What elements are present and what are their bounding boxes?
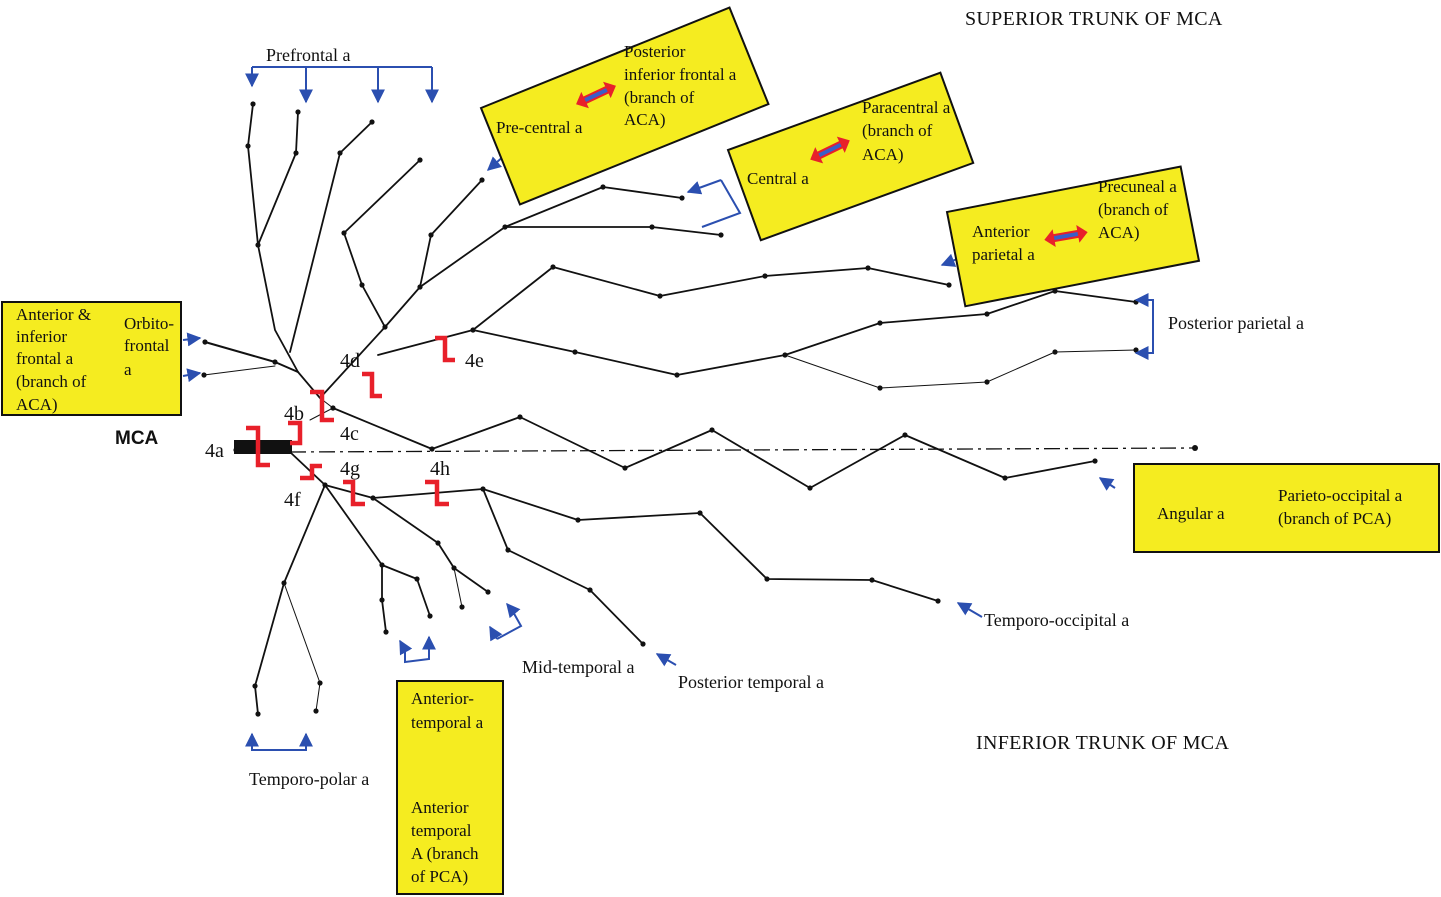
anterior-temporal-bottom-1: Anterior — [411, 798, 469, 817]
orbitofrontal-right-2: frontal — [124, 336, 170, 355]
anterior-temporal-bottom-2: temporal — [411, 821, 472, 840]
paracentral-3: ACA) — [862, 145, 904, 164]
precuneal-3: ACA) — [1098, 223, 1140, 242]
prefrontal-label: Prefrontal a — [266, 45, 351, 65]
temporo-occipital-label: Temporo-occipital a — [984, 610, 1130, 630]
central-label: Central a — [747, 169, 809, 188]
orbitofrontal-right-1: Orbito- — [124, 314, 175, 333]
mca-stem — [234, 440, 292, 454]
angular-right-2: (branch of PCA) — [1278, 509, 1392, 528]
angular-right-1: Parieto-occipital a — [1278, 486, 1403, 505]
segment-4a: 4a — [205, 440, 224, 462]
orbitofrontal-right-3: a — [124, 360, 132, 379]
anterior-parietal-1: Anterior — [972, 222, 1030, 241]
occlusion-4h — [425, 479, 449, 507]
occlusion-4f — [300, 463, 322, 481]
orbitofrontal-left-3: frontal a — [16, 349, 74, 368]
mca-label: MCA — [115, 428, 159, 449]
inferior-trunk-heading: INFERIOR TRUNK OF MCA — [976, 732, 1230, 754]
segment-4g: 4g — [340, 458, 360, 480]
occlusion-4e — [435, 335, 455, 363]
box-central — [726, 71, 975, 242]
orbitofrontal-left-2: inferior — [16, 327, 67, 346]
orbitofrontal-left-5: ACA) — [16, 395, 58, 414]
precuneal-2: (branch of — [1098, 200, 1169, 219]
pre-central-label: Pre-central a — [496, 118, 583, 137]
vessel-nodes — [201, 101, 1139, 717]
paracentral-1: Paracentral a — [862, 98, 951, 117]
occlusion-4b — [288, 420, 303, 446]
box-orbitofrontal: Anterior & inferior frontal a (branch of… — [1, 301, 182, 416]
anterior-parietal-2: parietal a — [972, 245, 1035, 264]
orbitofrontal-left-1: Anterior & — [16, 305, 92, 324]
midline — [289, 447, 1196, 453]
segment-4c: 4c — [340, 423, 359, 445]
mid-temporal-label: Mid-temporal a — [522, 657, 635, 677]
superior-trunk-heading: SUPERIOR TRUNK OF MCA — [965, 8, 1223, 30]
anterior-temporal-top-1: Anterior- — [411, 689, 474, 708]
occlusion-markers — [246, 335, 455, 507]
paracentral-2: (branch of — [862, 121, 933, 140]
post-inf-frontal-2: inferior frontal a — [624, 65, 737, 84]
occlusion-4d — [362, 371, 382, 399]
segment-4d: 4d — [340, 350, 360, 372]
temporo-polar-label: Temporo-polar a — [249, 769, 370, 789]
posterior-parietal-label: Posterior parietal a — [1168, 313, 1304, 333]
precuneal-1: Precuneal a — [1098, 177, 1177, 196]
box-pre-central — [479, 6, 770, 206]
occlusion-4g — [343, 479, 365, 507]
anterior-temporal-top-2: temporal a — [411, 713, 484, 732]
segment-4f: 4f — [284, 489, 301, 511]
segment-4b: 4b — [284, 403, 304, 425]
posterior-temporal-label: Posterior temporal a — [678, 672, 824, 692]
angular-left-1: Angular a — [1157, 504, 1225, 523]
segment-4e: 4e — [465, 350, 484, 372]
pointer-arrows — [182, 66, 1154, 751]
anterior-temporal-bottom-4: of PCA) — [411, 867, 469, 886]
segment-4h: 4h — [430, 458, 450, 480]
occlusion-4bc — [310, 389, 334, 423]
box-angular: Angular a Parieto-occipital a (branch of… — [1133, 463, 1440, 553]
post-inf-frontal-3: (branch of — [624, 88, 695, 107]
occlusion-4a — [246, 425, 270, 468]
box-anterior-temporal: Anterior- temporal a Anterior temporal A… — [396, 680, 504, 895]
post-inf-frontal-4: ACA) — [624, 110, 666, 129]
post-inf-frontal-1: Posterior — [624, 42, 686, 61]
anterior-temporal-bottom-3: A (branch — [411, 844, 479, 863]
orbitofrontal-left-4: (branch of — [16, 372, 87, 391]
